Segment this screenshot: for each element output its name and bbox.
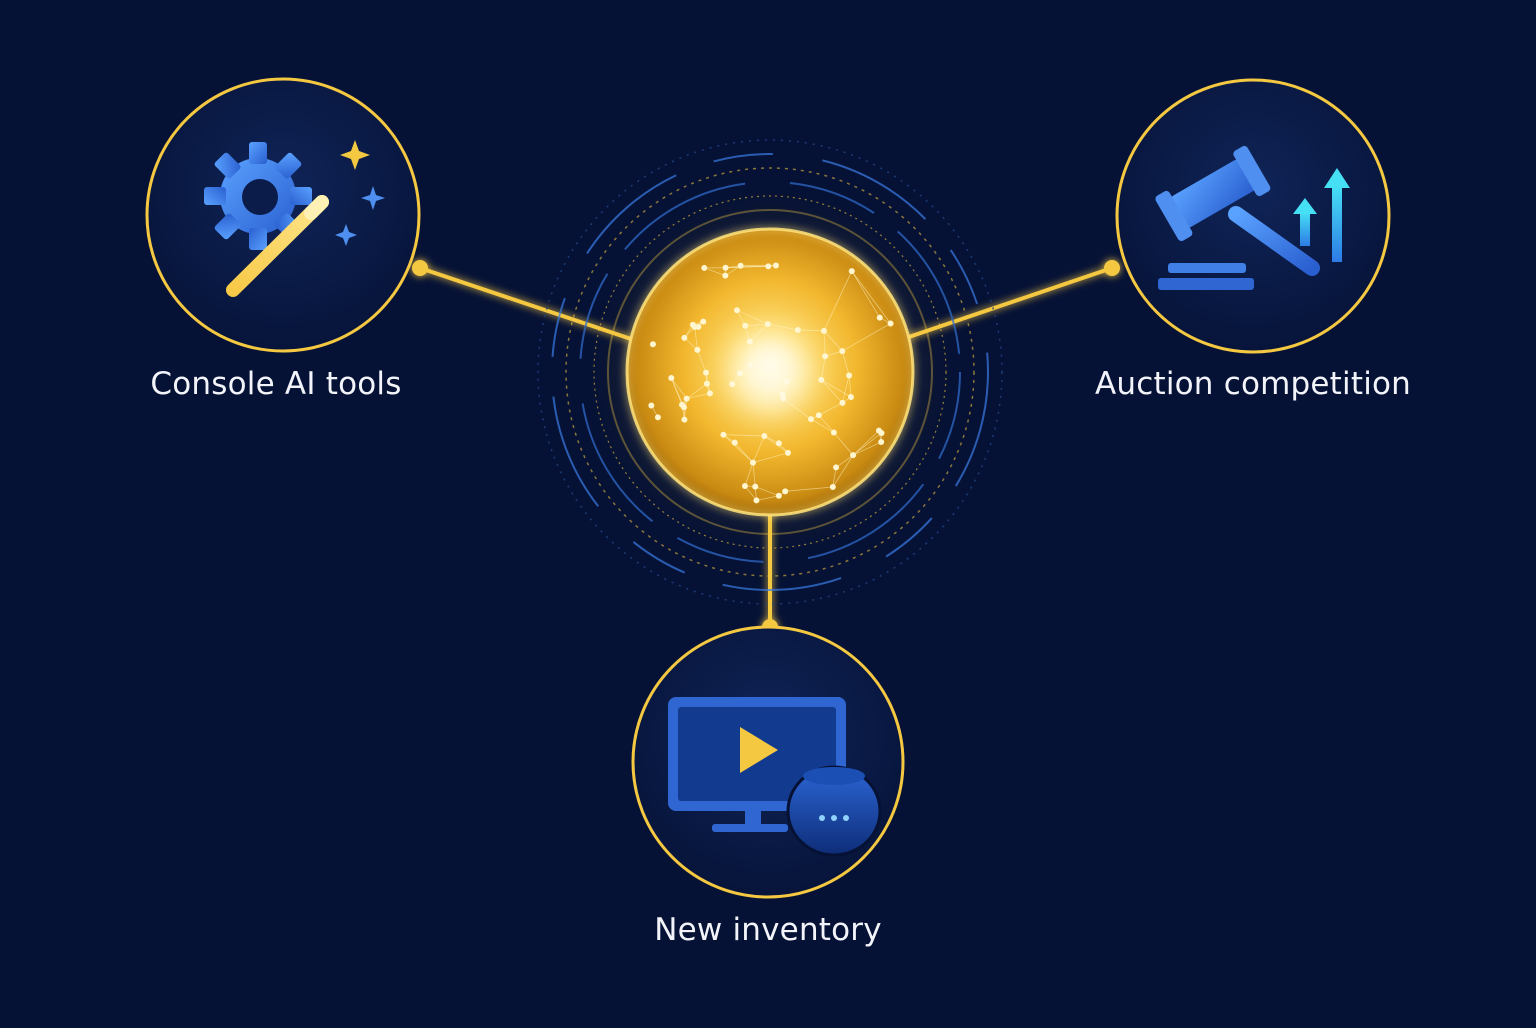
node-auction-competition [1117, 80, 1389, 352]
label-new-inventory: New inventory [654, 912, 882, 948]
connector-right [900, 268, 1112, 340]
connector-left [420, 268, 640, 342]
node-new-inventory [633, 627, 903, 897]
core-sphere [610, 212, 930, 532]
label-auction-competition: Auction competition [1095, 366, 1411, 402]
connector-dot-left [412, 260, 428, 276]
label-console-ai-tools: Console AI tools [150, 366, 401, 402]
connector-dot-right [1104, 260, 1120, 276]
node-console-ai-tools [147, 79, 419, 351]
